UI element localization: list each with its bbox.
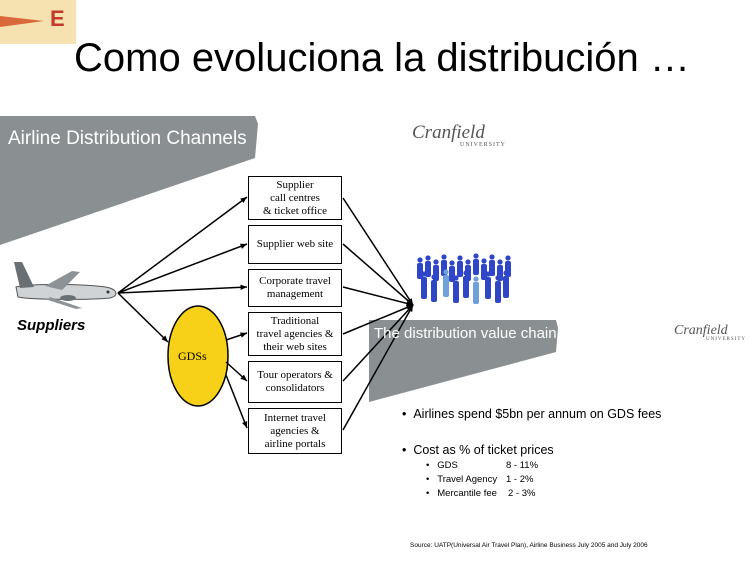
logo-arrow-icon (0, 16, 44, 27)
cost-item-value: 2 - 3% (508, 488, 536, 499)
cost-item: • Travel Agency (426, 474, 498, 485)
channel-box-traditional-agencies: Traditional travel agencies & their web … (248, 312, 342, 356)
person-icon (425, 255, 431, 277)
person-icon (417, 257, 423, 279)
connector-arrows (117, 196, 414, 431)
bullet-gds-fees-text: Airlines spend $5bn per annum on GDS fee… (413, 407, 662, 421)
logo-letter: E (50, 6, 65, 31)
cranfield-logo-small-sub: UNIVERSITY (706, 337, 746, 342)
channels-banner (0, 116, 258, 245)
person-icon (453, 275, 459, 303)
channels-banner-title: Airline Distribution Channels (8, 128, 247, 149)
person-icon (481, 258, 487, 280)
suppliers-label: Suppliers (17, 317, 86, 334)
cost-item-value: 1 - 2% (506, 474, 534, 485)
gds-ellipse (167, 305, 229, 407)
person-icon (421, 271, 427, 299)
person-icon (431, 274, 437, 302)
channel-box-web-site: Supplier web site (248, 225, 342, 264)
cost-item-label: Travel Agency (437, 474, 498, 485)
person-icon (457, 255, 463, 277)
channel-box-call-centres: Supplier call centres & ticket office (248, 176, 342, 220)
cranfield-logo: Cranfield (412, 122, 485, 143)
person-icon (489, 254, 495, 276)
cost-item: • Mercantile fee (426, 488, 497, 499)
person-icon (473, 276, 479, 304)
channel-box-corporate-travel: Corporate travel management (248, 269, 342, 307)
logo-badge (0, 0, 76, 44)
source-note: Source: UATP(Universal Air Travel Plan),… (410, 542, 648, 549)
person-icon (485, 271, 491, 299)
channel-box-internet-agencies: Internet travel agencies & airline porta… (248, 408, 342, 454)
person-icon (503, 270, 509, 298)
gds-label: GDSs (178, 349, 207, 363)
cranfield-logo-small: Cranfield (674, 323, 728, 338)
person-icon (463, 270, 469, 298)
cost-item: • GDS (426, 460, 458, 471)
channel-box-tour-operators: Tour operators & consolidators (248, 361, 342, 403)
airplane-icon (14, 262, 117, 309)
cost-item-label: Mercantile fee (437, 488, 497, 499)
value-chain-banner (369, 320, 558, 402)
cost-item-value: 8 - 11% (506, 460, 539, 471)
bullet-cost-text: Cost as % of ticket prices (413, 443, 554, 457)
bullet-cost: • Cost as % of ticket prices (402, 443, 554, 457)
value-chain-title: The distribution value chain (374, 325, 557, 342)
person-icon (443, 269, 449, 297)
person-icon (473, 253, 479, 275)
cost-item-label: GDS (437, 460, 458, 471)
person-icon (495, 275, 501, 303)
people-crowd-icon (417, 253, 511, 304)
cranfield-logo-sub: UNIVERSITY (460, 142, 506, 148)
bullet-gds-fees: • Airlines spend $5bn per annum on GDS f… (402, 407, 662, 421)
page-title: Como evoluciona la distribución … (74, 36, 690, 80)
